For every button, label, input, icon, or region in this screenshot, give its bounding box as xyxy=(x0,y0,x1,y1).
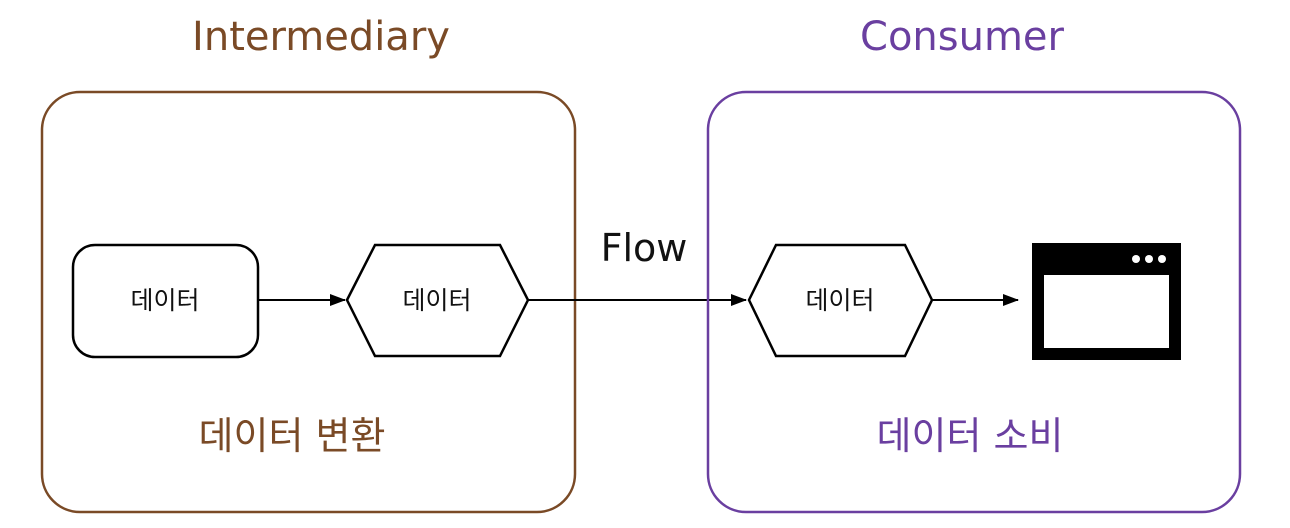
consumer-caption: 데이터 소비 xyxy=(877,414,1064,458)
consumer-section: Consumer 데이터 데이터 소비 xyxy=(706,14,1242,514)
output-data-node: 데이터 xyxy=(345,243,530,358)
flow-connector: Flow xyxy=(528,226,747,306)
intermediary-title: Intermediary xyxy=(192,14,450,60)
intermediary-section: Intermediary 데이터 데이터 데이터 변환 xyxy=(40,14,577,514)
intermediary-frame xyxy=(40,90,577,514)
flow-label: Flow xyxy=(601,226,688,270)
source-data-node: 데이터 xyxy=(71,243,260,359)
intermediary-caption: 데이터 변환 xyxy=(199,414,386,458)
source-data-label: 데이터 xyxy=(130,286,199,315)
input-data-node: 데이터 xyxy=(747,243,934,358)
consumer-frame xyxy=(706,90,1242,514)
output-data-label: 데이터 xyxy=(402,286,471,315)
browser-window-icon xyxy=(1032,243,1181,360)
consumer-title: Consumer xyxy=(860,14,1065,60)
input-data-label: 데이터 xyxy=(805,286,874,315)
